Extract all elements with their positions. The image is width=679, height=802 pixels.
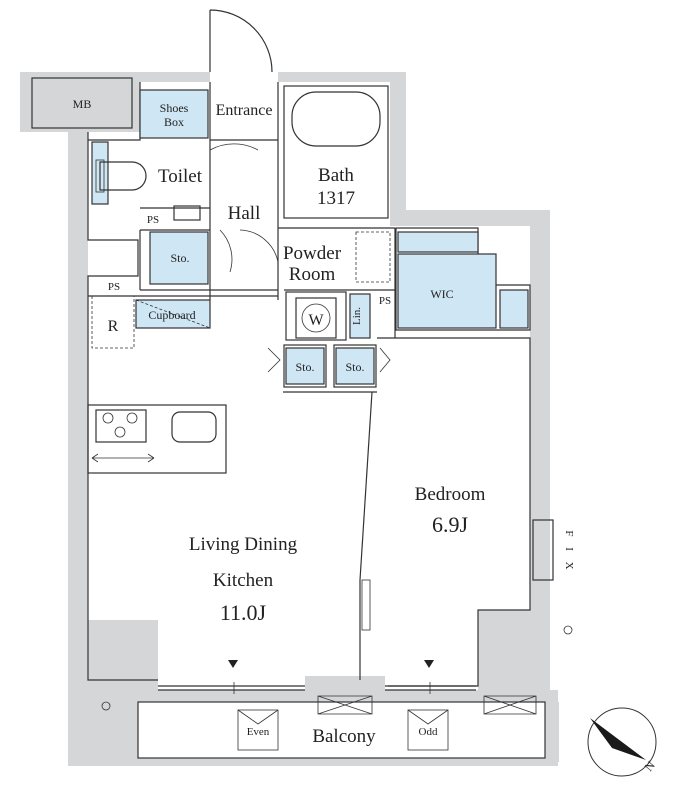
outlines: [31, 9, 554, 759]
linen-label: Lin.: [351, 307, 363, 325]
toilet-label: Toilet: [158, 166, 203, 187]
refrigerator-label: R: [108, 318, 119, 335]
wic-side: [499, 289, 529, 329]
wic-body: [397, 253, 497, 329]
fix-label: F I X: [563, 530, 575, 573]
odd-label: Odd: [419, 726, 438, 738]
sto-left: [285, 347, 325, 385]
shoes-box: [139, 89, 209, 139]
sto-right-label: Sto.: [345, 360, 364, 374]
bath-label: Bath: [318, 165, 354, 186]
ps-left-label: PS: [108, 281, 120, 293]
fixtures: [87, 159, 573, 751]
wic-main: [397, 231, 479, 253]
north-label: N: [642, 758, 659, 774]
balcony-label: Balcony: [312, 726, 376, 747]
shoes-box-label-2: Box: [164, 115, 184, 129]
sto-hall-label: Sto.: [170, 251, 189, 265]
bath-size-label: 1317: [317, 188, 355, 209]
ldk-label-1: Living Dining: [189, 534, 298, 555]
mb-label: MB: [73, 97, 92, 111]
sto-hall: [149, 231, 209, 285]
washer-label: W: [308, 312, 324, 329]
shoes-box-label-1: Shoes: [160, 101, 189, 115]
sto-left-label: Sto.: [295, 360, 314, 374]
even-label: Even: [247, 726, 270, 738]
compass-icon: N: [587, 707, 659, 777]
powder-room-label-2: Room: [289, 264, 336, 285]
ldk-label-2: Kitchen: [213, 570, 274, 591]
linen: [349, 293, 371, 339]
walls: [20, 72, 559, 766]
ldk-size-label: 11.0J: [220, 600, 267, 625]
ps-right-label: PS: [379, 295, 391, 307]
cupboard-label: Cupboard: [148, 308, 195, 322]
bedroom-label: Bedroom: [415, 484, 486, 505]
powder-room-label-1: Powder: [283, 243, 342, 264]
entrance-label: Entrance: [216, 102, 273, 119]
ps-upper-label: PS: [147, 214, 159, 226]
bedroom-size-label: 6.9J: [432, 512, 469, 537]
wic-label: WIC: [430, 287, 453, 301]
hall-label: Hall: [228, 203, 261, 224]
sto-right: [335, 347, 375, 385]
